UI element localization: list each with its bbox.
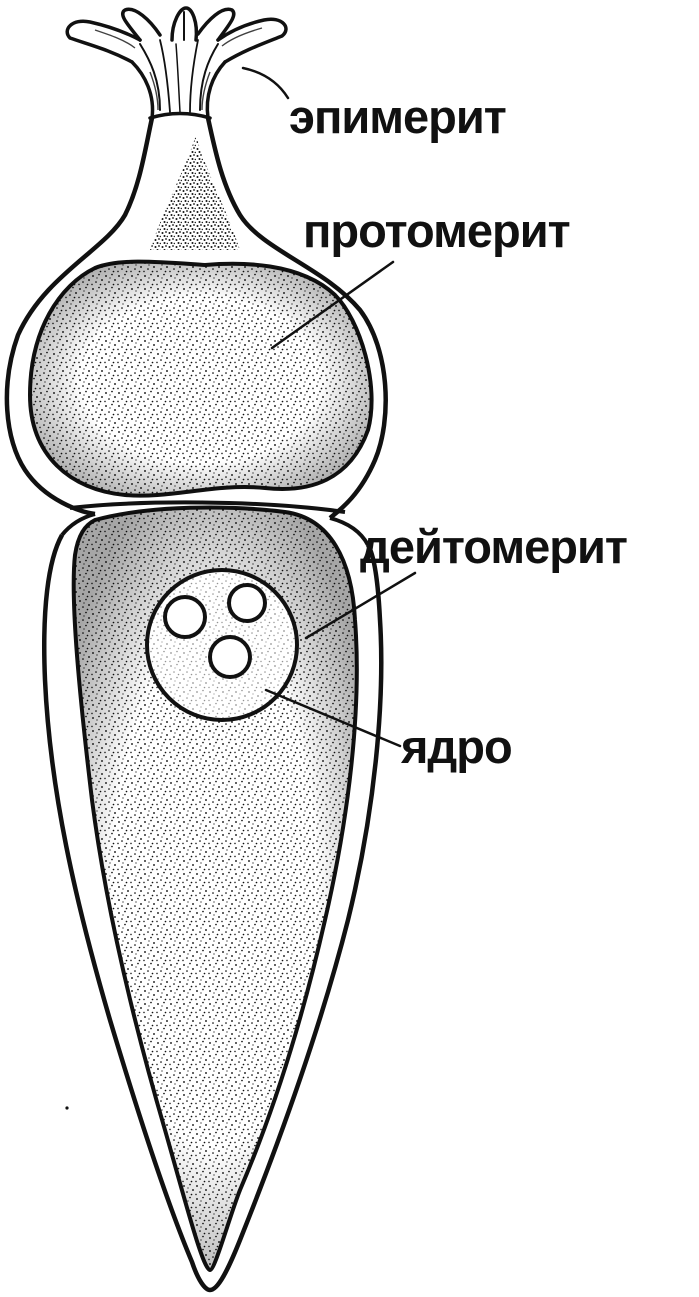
label-epimerite: эпимерит [289,90,506,143]
leader-epimerite [243,68,288,98]
nucleolus-3 [210,637,250,677]
stray-dot [65,1106,68,1109]
nucleus [147,570,297,720]
label-nucleus: ядро [400,720,512,773]
label-deutomerite: дейтомерит [360,520,627,573]
label-protomerite: протомерит [303,204,570,257]
protomerite [20,135,380,505]
epimerite [67,8,286,118]
nucleolus-2 [229,585,265,621]
nucleolus-1 [165,597,205,637]
